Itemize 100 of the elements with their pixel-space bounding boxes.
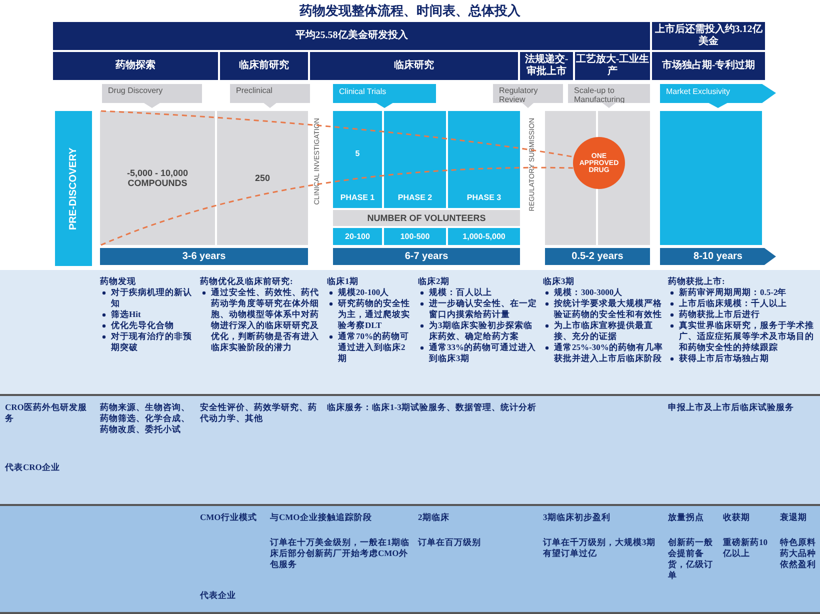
bullet-item: 按统计学要求最大规模严格验证药物的安全性和有效性 — [554, 298, 662, 320]
stage-header — [652, 52, 765, 80]
count-text: 5 — [355, 148, 360, 158]
table-text: 订单在百万级别 — [418, 537, 481, 548]
stage-tab — [333, 84, 436, 108]
bullet-item: 通过安全性、药效性、药代药动学角度等研究在体外细胞、动物模型等体系中对药物进行深入的临床研研究及优化，判断药物是否有进入临床实验阶段的潜力 — [211, 287, 319, 352]
bullet-item: 上市后临床规模：千人以上 — [679, 298, 787, 308]
node-text: 6-7 years — [404, 251, 448, 262]
volunteers-box — [333, 228, 382, 245]
table-text: 申报上市及上市后临床试验服务 — [668, 402, 794, 412]
duration-bar — [333, 248, 520, 265]
node-text: 工艺放大-工业生产 — [575, 54, 650, 78]
column-box — [100, 111, 215, 245]
node-text: Scale-up to Manufacturing — [574, 87, 626, 105]
duration-bar — [100, 248, 308, 265]
node-text: 100-500 — [400, 232, 430, 241]
column-heading: 药物获批上市: — [668, 276, 725, 286]
table-text: 重磅新药10亿以上 — [723, 537, 768, 558]
bullet-item: 进一步确认安全性、在一定窗口内摸索给药计量 — [429, 298, 537, 320]
stage-tab — [660, 84, 776, 108]
table-text: 安全性评价、药效学研究、药代动力学、其他 — [200, 402, 317, 424]
bullet-item: 对于疾病机理的新认知 — [111, 287, 192, 308]
column-heading: 临床2期 — [418, 276, 450, 286]
node-text: Regulatory Review — [499, 87, 539, 105]
node-text: Clinical Trials — [339, 87, 386, 96]
volunteers-box — [448, 228, 520, 245]
node-text: Preclinical — [236, 87, 272, 96]
column-heading: 药物优化及临床前研究: — [200, 276, 293, 286]
bullet-item: 获得上市后市场独占期 — [679, 353, 769, 364]
node-text: 法规递交-审批上市 — [524, 54, 570, 78]
volunteers-bar — [333, 210, 520, 226]
node-text: 上市后还需投入约3.12亿美金 — [654, 24, 764, 48]
bullet-item: 规模20-100人 — [338, 287, 390, 298]
phase-box — [333, 111, 382, 208]
duration-bar — [660, 248, 776, 265]
row-header: CRO医药外包研发服务 — [5, 402, 87, 424]
bullet-item: 研究药物的安全性为主，通过爬坡实验考察DLT — [338, 298, 410, 330]
node-text: NUMBER OF VOLUNTEERS — [367, 213, 486, 223]
bullet-item: 通常33%的药物可通过进入到临床3期 — [429, 342, 536, 364]
node-text: 20-100 — [345, 232, 370, 241]
table-text: 特色原料药大品种依然盈利 — [780, 537, 816, 570]
node-text: 临床研究 — [394, 60, 434, 72]
table-text: 临床服务：临床1-3期试验服务、数据管理、统计分析 — [327, 402, 536, 412]
stage-tab — [493, 84, 563, 108]
table-text: 2期临床 — [418, 512, 450, 522]
duration-bar — [545, 248, 650, 265]
table-text: 放量拐点 — [668, 512, 704, 522]
node-text: PHASE 3 — [466, 193, 502, 204]
column-heading: 临床1期 — [327, 276, 358, 286]
table-text: 与CMO企业接触追踪阶段 — [270, 512, 372, 522]
title: 药物发现整体流程、时间表、总体投入 — [298, 2, 522, 20]
bullet-item: 新药审评周期周期：0.5-2年 — [679, 287, 787, 298]
bullet-item: 为上市临床宣称提供最直接、充分的证据 — [554, 320, 653, 342]
node-text: 1,000-5,000 — [462, 232, 506, 241]
bullet-item: 筛选Hit — [111, 309, 141, 320]
table-text: 药物来源、生物咨询、药物筛选、化学合成、药物改质、委托小试 — [100, 402, 190, 434]
phase-box — [448, 111, 520, 208]
volunteers-box — [384, 228, 446, 245]
stage-tab — [568, 84, 650, 108]
table-text: 订单在十万美金级别，一般在1期临床后部分创新药厂开始考虑CMO外包服务 — [270, 537, 410, 570]
banner — [53, 22, 650, 50]
bullet-item: 真实世界临床研究，服务于学术推广、适应症拓展等学术及市场目的和药物安全性的持续跟踪 — [679, 320, 814, 352]
node-text: Market Exclusivity — [666, 87, 730, 96]
table-text: 衰退期 — [780, 512, 807, 522]
bullet-item: 通常70%的药物可通过进入到临床2期 — [338, 331, 409, 364]
node-text: PRE-DISCOVERY — [68, 147, 79, 230]
bullet-item: 药物获批上市后进行 — [679, 309, 760, 320]
row-header: 代表企业 — [200, 590, 236, 600]
bullet-item: 对于现有治疗的非预期突破 — [111, 331, 192, 352]
node-text: -5,000 - 10,000 COMPOUNDS — [126, 168, 190, 188]
bullet-item: 为3期临床实验初步探索临床药效、确定给药方案 — [429, 320, 532, 342]
stage-bar — [55, 111, 92, 266]
stage-tab — [230, 84, 310, 108]
node-text: 临床前研究 — [239, 60, 289, 72]
bullet-item: 通常25%-30%的药物有几率获批并进入上市后临床阶段 — [554, 342, 663, 364]
node-text: Drug Discovery — [108, 87, 163, 96]
table-text: 订单在千万级别，大规模3期有望订单过亿 — [543, 537, 656, 558]
node-text: 250 — [254, 173, 270, 183]
bullet-item: 规模：300-3000人 — [554, 287, 623, 298]
node-text: 市场独占期-专利过期 — [662, 60, 756, 72]
table-text: 收获期 — [723, 512, 750, 522]
column-box — [217, 111, 308, 245]
bullet-item: 规模：百人以上 — [429, 287, 492, 298]
column-heading: 临床3期 — [543, 276, 574, 286]
bullet-item: 优化先导化合物 — [111, 320, 174, 330]
node-text: PHASE 1 — [340, 193, 375, 204]
column-heading: 药物发现 — [100, 276, 136, 286]
node-text: 平均25.58亿美金研发投入 — [295, 30, 408, 42]
node-text: 8-10 years — [694, 251, 742, 262]
node-text: 3-6 years — [182, 251, 226, 262]
stage-header — [53, 52, 218, 80]
node-text: 药物探索 — [116, 60, 156, 72]
phase-box — [384, 111, 446, 208]
row-header: 代表CRO企业 — [5, 462, 60, 472]
table-text: 创新药一般会提前备货，亿级订单 — [668, 537, 713, 580]
table-text: 3期临床初步盈利 — [543, 512, 610, 522]
row-header: CMO行业模式 — [200, 512, 257, 522]
node-text: 0.5-2 years — [572, 251, 624, 262]
stage-header — [220, 52, 308, 80]
stage-header — [310, 52, 518, 80]
